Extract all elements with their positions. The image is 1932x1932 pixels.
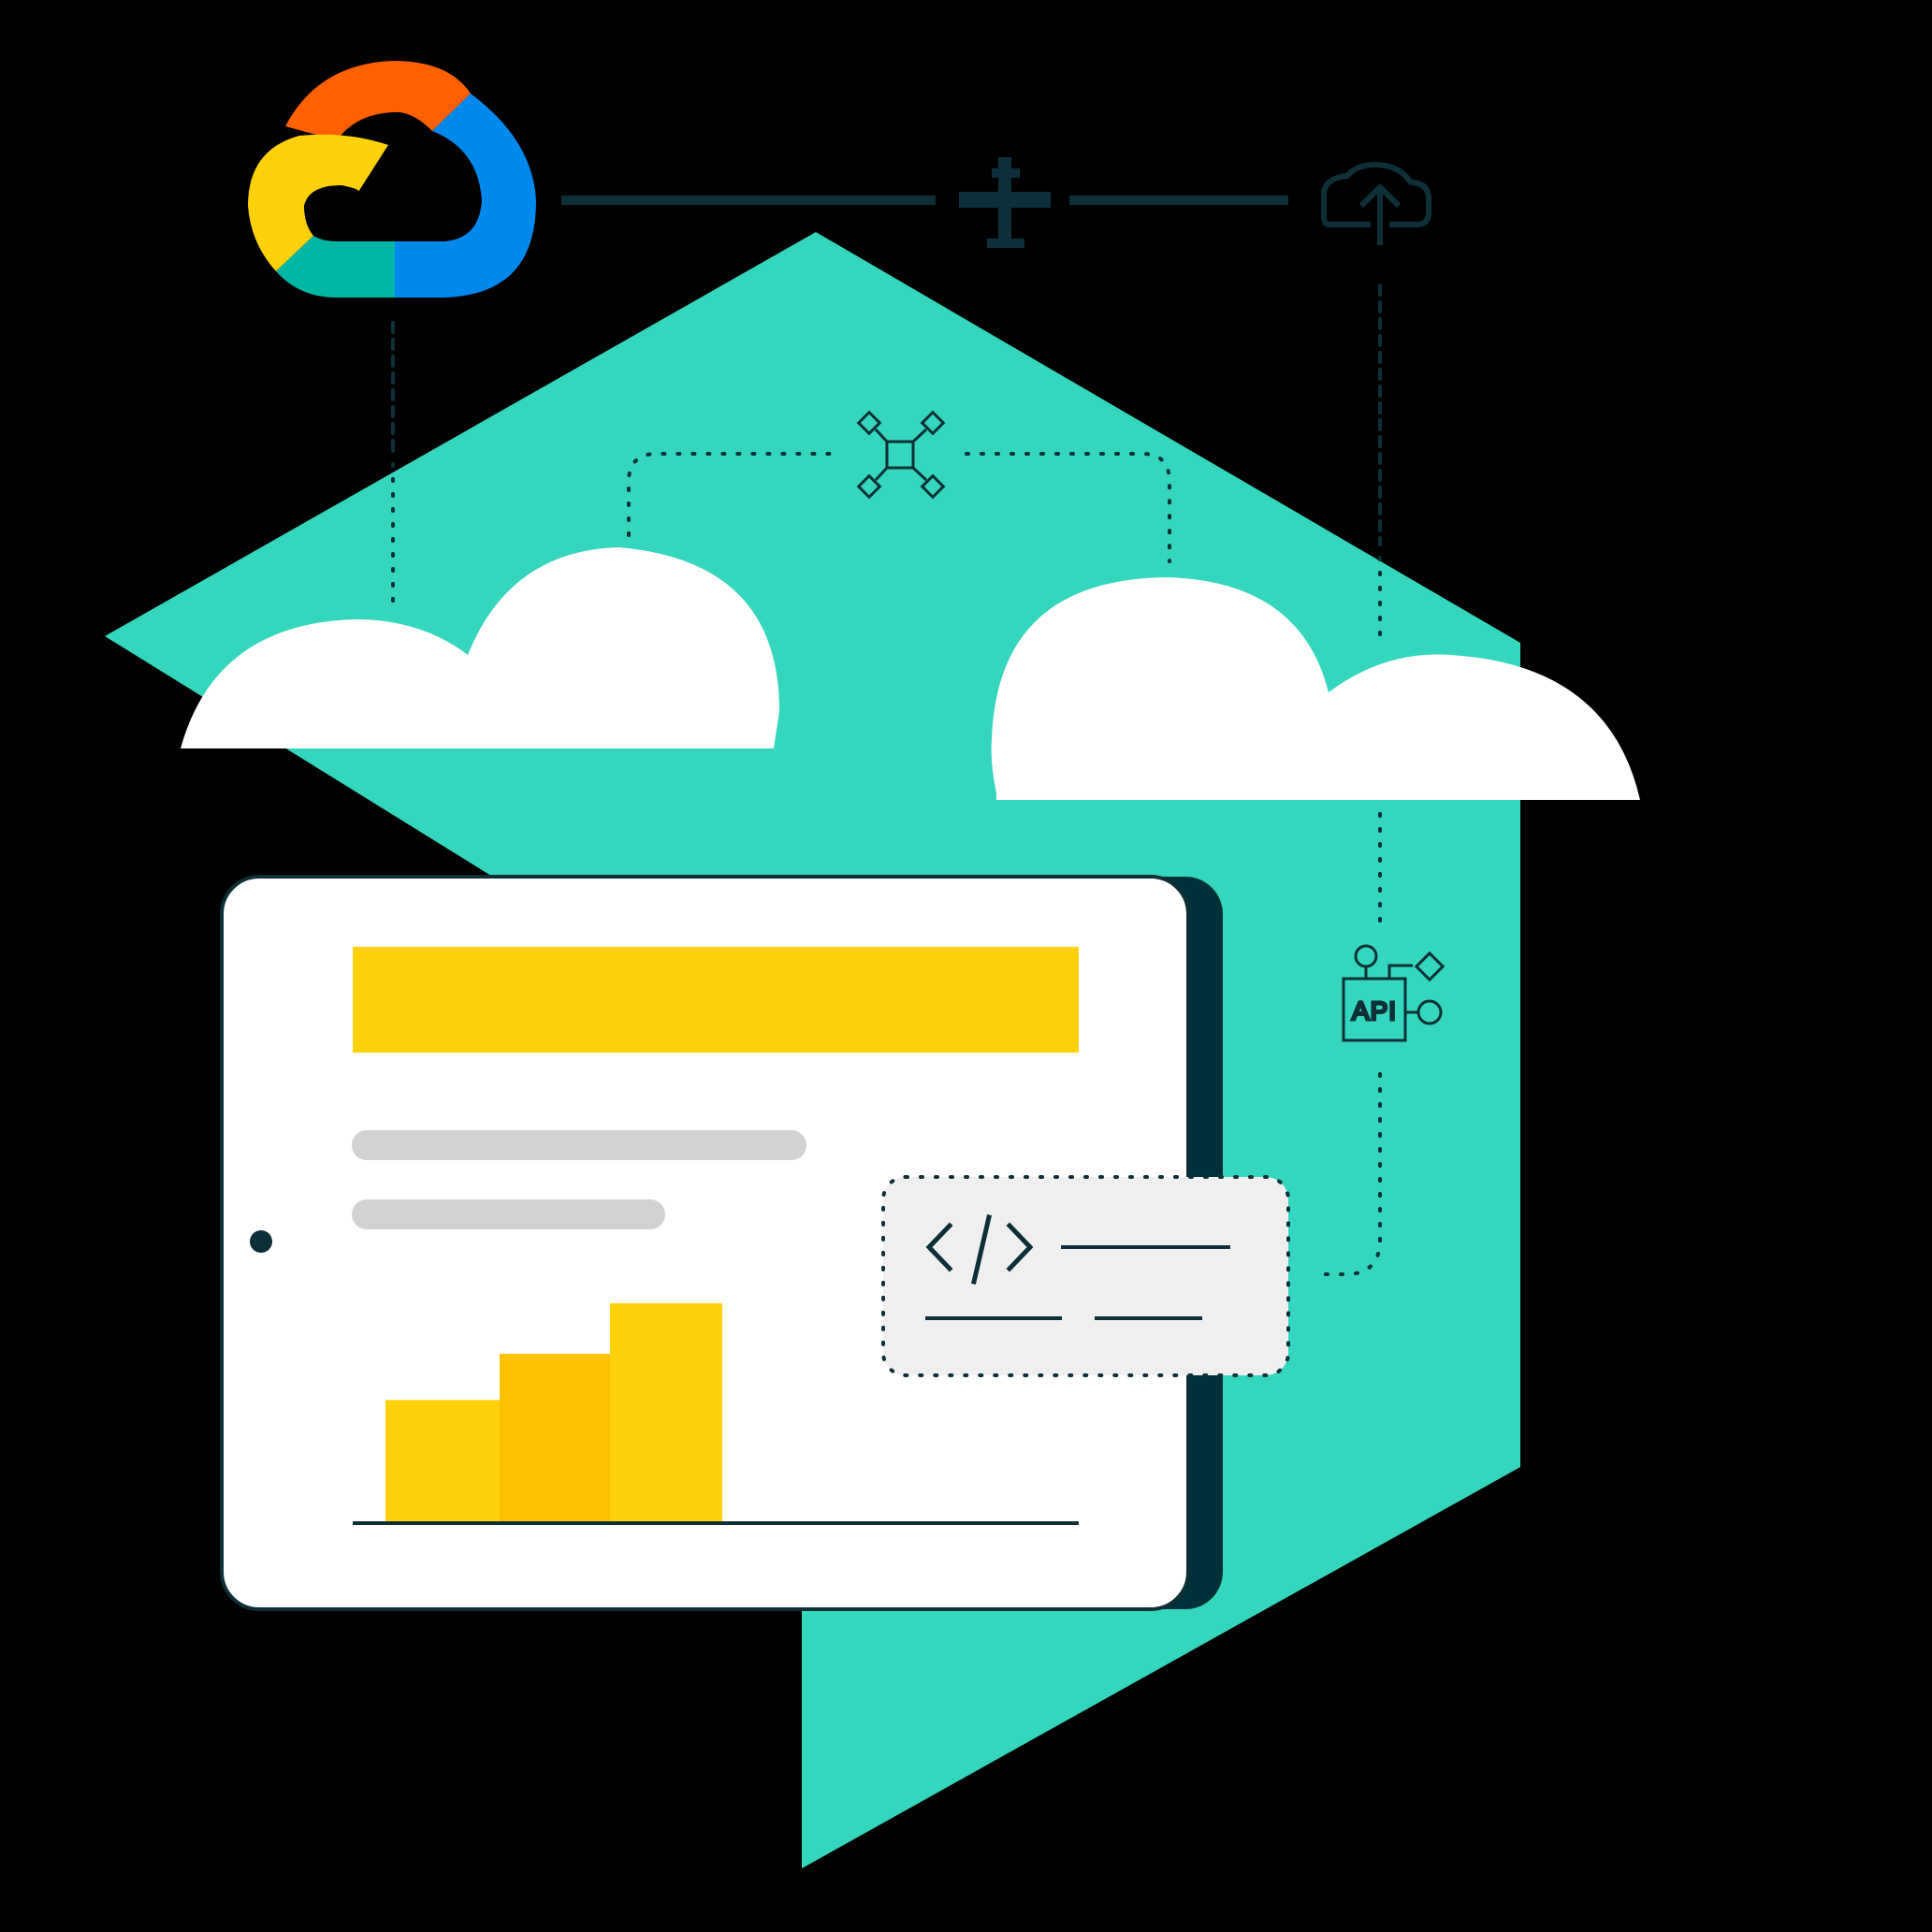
network-hub-icon bbox=[856, 410, 946, 500]
airplane-icon bbox=[959, 157, 1051, 248]
chart-bar-2 bbox=[500, 1354, 623, 1523]
dashed-connector-lines bbox=[391, 283, 1382, 1276]
tablet-header-bar bbox=[353, 947, 1079, 1053]
gc-blue-segment bbox=[395, 94, 536, 298]
right-white-cloud bbox=[991, 577, 1640, 800]
gc-green-segment bbox=[276, 236, 395, 298]
left-white-cloud bbox=[181, 547, 779, 748]
api-connector-icon: API bbox=[1342, 944, 1445, 1042]
google-cloud-logo bbox=[248, 61, 536, 298]
chart-bar-1 bbox=[385, 1400, 513, 1523]
gc-red-segment bbox=[285, 61, 471, 140]
tablet-device bbox=[220, 875, 1223, 1611]
placeholder-line-short bbox=[352, 1199, 665, 1229]
api-label: API bbox=[1352, 996, 1397, 1025]
placeholder-line-long bbox=[352, 1130, 806, 1160]
code-card bbox=[881, 1175, 1290, 1377]
code-text-lines bbox=[925, 1245, 1230, 1320]
bar-chart bbox=[385, 1303, 722, 1523]
tablet-home-dot bbox=[250, 1230, 272, 1253]
code-brackets-icon bbox=[925, 1213, 1034, 1286]
cloud-upload-icon bbox=[1321, 162, 1431, 245]
gc-yellow-segment bbox=[248, 134, 388, 271]
chart-bar-3 bbox=[610, 1303, 722, 1523]
